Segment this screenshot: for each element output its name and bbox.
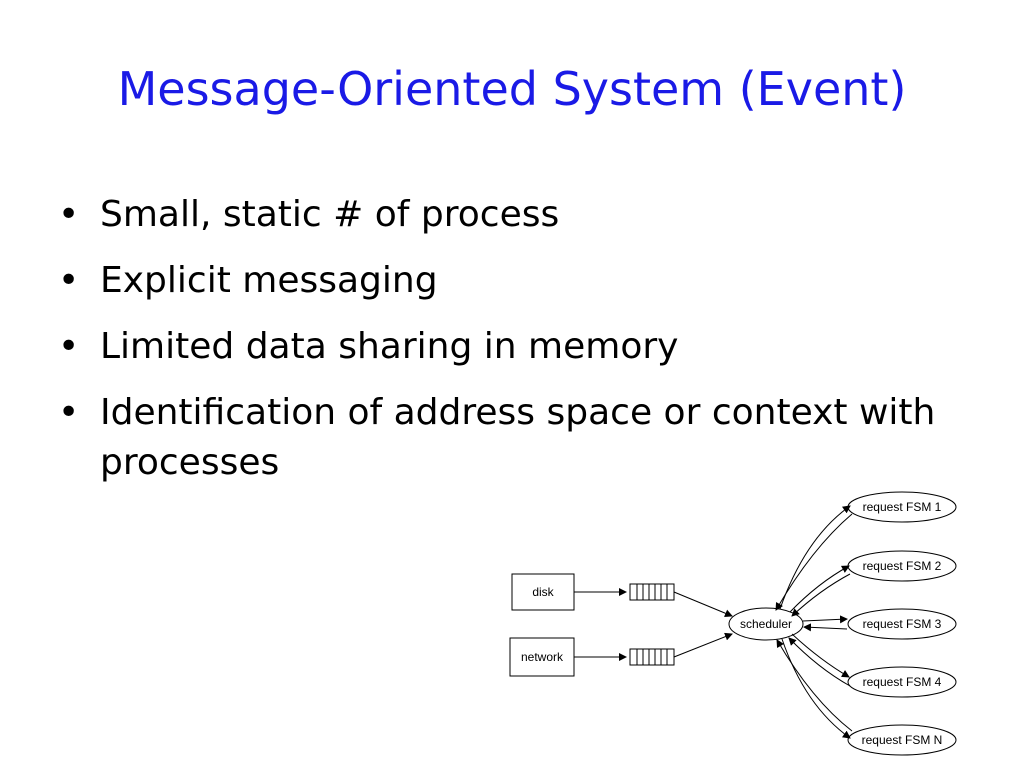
bullet-dot-icon: • (58, 392, 80, 433)
fsm-label: request FSM 4 (863, 675, 942, 689)
disk-queue-icon (629, 583, 675, 601)
bullet-item: • Small, static # of process (58, 190, 963, 240)
scheduler-fsm-arrows (775, 505, 853, 739)
disk-box (511, 573, 575, 611)
network-queue-to-scheduler-arrow (673, 632, 733, 658)
disk-label: disk (532, 585, 554, 599)
fsm-label: request FSM N (862, 733, 943, 747)
fsm-label: request FSM 1 (863, 500, 942, 514)
bullet-text: Limited data sharing in memory (100, 326, 679, 367)
bullet-dot-icon: • (58, 326, 80, 367)
bullet-list: • Small, static # of process • Explicit me… (58, 190, 963, 488)
fsm-label: request FSM 3 (863, 617, 942, 631)
bullet-text: Explicit messaging (100, 260, 438, 301)
network-box (509, 637, 575, 677)
bullet-item: • Explicit messaging (58, 256, 963, 306)
fsm-node (847, 666, 957, 698)
disk-queue-to-scheduler-arrow (673, 591, 733, 618)
scheduler-node (728, 607, 804, 641)
event-diagram: disk network schedu (509, 491, 957, 756)
bullet-text: Identification of address space or conte… (100, 392, 936, 483)
scheduler-label: scheduler (740, 617, 792, 631)
fsm-node (847, 724, 957, 756)
bullet-dot-icon: • (58, 260, 80, 301)
slide-title: Message-Oriented System (Event) (117, 62, 907, 116)
bullet-item: • Identification of address space or cont… (58, 388, 963, 488)
bullet-item: • Limited data sharing in memory (58, 322, 963, 372)
bullet-dot-icon: • (58, 194, 80, 235)
fsm-node (847, 608, 957, 640)
fsm-label: request FSM 2 (863, 559, 942, 573)
bullet-text: Small, static # of process (100, 194, 560, 235)
network-queue-icon (629, 648, 675, 666)
network-label: network (521, 650, 564, 664)
